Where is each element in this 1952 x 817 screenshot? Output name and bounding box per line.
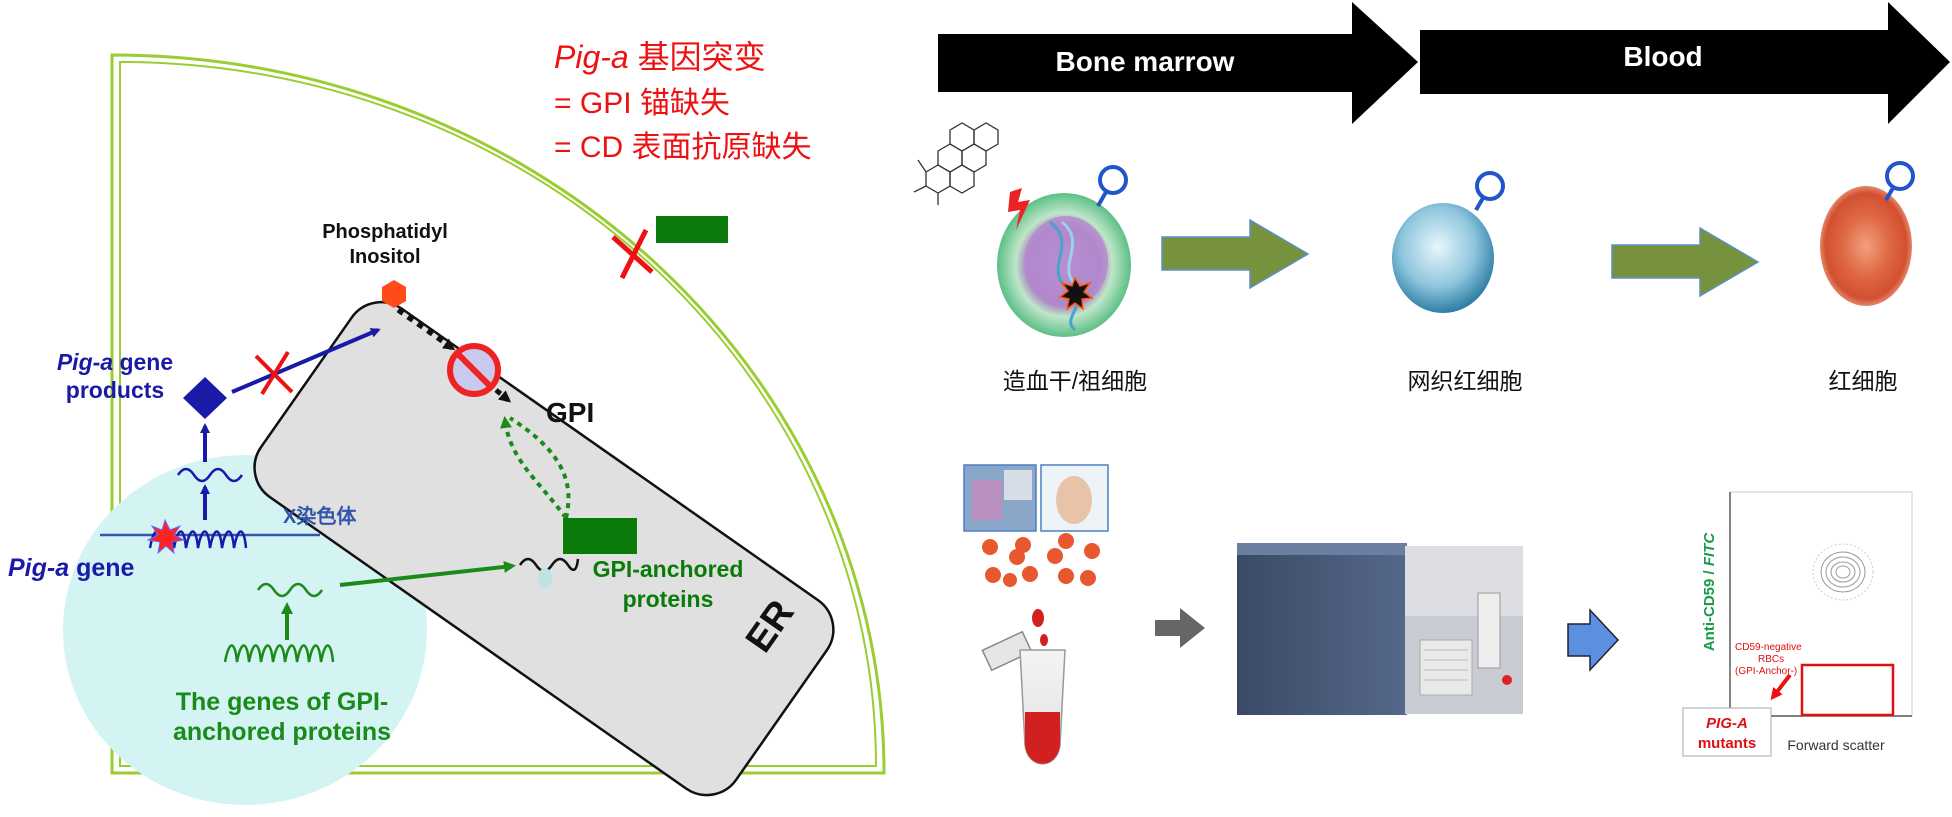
bone-marrow-arrow bbox=[938, 2, 1418, 124]
stem-cell-label: 造血干/祖细胞 bbox=[1003, 368, 1147, 394]
green-dotted-loop bbox=[500, 416, 568, 520]
inositol-label: Inositol bbox=[349, 246, 420, 268]
maturation-arrow-1 bbox=[1161, 218, 1310, 290]
gpi-anchored-label-2: proteins bbox=[623, 586, 714, 612]
stem-cell bbox=[997, 188, 1131, 337]
cd59-probe-icon-2 bbox=[1474, 171, 1505, 212]
green-arrow-to-er bbox=[339, 560, 516, 587]
gpi-anchored-label-1: GPI-anchored bbox=[593, 556, 744, 582]
photo-1-detail bbox=[972, 480, 1002, 520]
reticulocyte-cell bbox=[1392, 203, 1494, 313]
mutant-pointer-arrow bbox=[1770, 673, 1792, 701]
red-cross-membrane bbox=[611, 228, 654, 280]
blocked-icon bbox=[447, 343, 501, 397]
genes-gpi-label-1: The genes of GPI- bbox=[176, 688, 389, 716]
right-panel: Bone marrow Blood bbox=[913, 2, 1950, 765]
chemical-structure-icon bbox=[913, 122, 999, 205]
pi-hexagon bbox=[382, 280, 406, 308]
dashed-arrow-gpi bbox=[494, 388, 512, 403]
cd59-negative-gate bbox=[1800, 663, 1895, 717]
blue-mrna-wave bbox=[176, 467, 244, 483]
cell-membrane-inner bbox=[119, 60, 878, 767]
mutant-label-box bbox=[1682, 707, 1772, 757]
lightning-icon bbox=[1008, 188, 1030, 230]
red-cell-label: 红细胞 bbox=[1829, 368, 1898, 394]
mutant-label-1: PIG-A bbox=[1706, 715, 1748, 732]
dna-damage-icon bbox=[1058, 276, 1094, 311]
mutation-line-2: = GPI 锚缺失 bbox=[554, 87, 730, 120]
x-chromosome-label: X染色体 bbox=[283, 504, 357, 528]
blood-label: Blood bbox=[1623, 41, 1702, 72]
surface-protein-missing bbox=[656, 216, 728, 243]
red-blood-cell bbox=[1820, 186, 1912, 306]
maturation-arrow-2 bbox=[1611, 226, 1760, 298]
population-contour bbox=[1812, 543, 1874, 601]
rbc-dots bbox=[982, 533, 1100, 587]
green-dna-coil bbox=[223, 644, 335, 663]
pig-a-gene-label: Pig-a gene bbox=[8, 554, 135, 582]
photo-2-hand bbox=[1056, 476, 1092, 524]
reticulocyte-label: 网织红细胞 bbox=[1408, 368, 1523, 394]
gate-note-3: (GPI-Anchor-) bbox=[1735, 666, 1797, 677]
pig-a-products-label-1: Pig-a gene bbox=[57, 349, 173, 375]
flow-x-axis-label: Forward scatter bbox=[1787, 737, 1885, 753]
process-arrow-blue bbox=[1567, 608, 1620, 672]
left-panel: Pig-a 基因突变 = GPI 锚缺失 = CD 表面抗原缺失 Phospha… bbox=[8, 39, 886, 805]
blue-arrow-to-er bbox=[231, 328, 381, 394]
er-compartment bbox=[253, 300, 835, 797]
bone-marrow-label: Bone marrow bbox=[1056, 46, 1235, 77]
photo-1-detail-2 bbox=[1004, 470, 1032, 500]
cd59-probe-icon-1 bbox=[1096, 165, 1128, 207]
gene-product-diamond bbox=[183, 377, 227, 419]
blood-arrow bbox=[1420, 2, 1950, 124]
red-cross-arrow bbox=[254, 350, 294, 396]
gpi-anchor-base bbox=[538, 568, 552, 588]
gpi-anchor-tail bbox=[518, 557, 580, 573]
mutation-line-3: = CD 表面抗原缺失 bbox=[554, 131, 812, 164]
cd59-probe-icon-3 bbox=[1884, 161, 1915, 202]
green-dotted-loop-2 bbox=[508, 416, 571, 519]
phosphatidyl-label: Phosphatidyl bbox=[322, 221, 448, 243]
flow-y-axis-label: Anti-CD59 / FITC bbox=[1701, 532, 1718, 652]
blood-tube-icon bbox=[981, 609, 1066, 765]
process-arrow-gray bbox=[1155, 608, 1205, 648]
flow-plot: CD59-negative RBCs (GPI-Anchor-) PIG-A m… bbox=[1682, 491, 1913, 757]
cell-membrane bbox=[110, 53, 886, 775]
green-mrna-wave bbox=[256, 582, 324, 598]
gpi-anchored-protein bbox=[563, 518, 637, 554]
gate-note-2: RBCs bbox=[1758, 654, 1784, 665]
gate-note-1: CD59-negative bbox=[1735, 642, 1802, 653]
pig-a-products-label-2: products bbox=[66, 377, 164, 403]
mutation-burst-icon bbox=[146, 518, 186, 555]
mutant-label-2: mutants bbox=[1698, 735, 1756, 752]
mutation-line-1: Pig-a 基因突变 bbox=[554, 39, 766, 75]
genes-gpi-label-2: anchored proteins bbox=[173, 718, 391, 746]
flow-cytometer-icon bbox=[1237, 543, 1523, 715]
gpi-label: GPI bbox=[546, 397, 594, 428]
